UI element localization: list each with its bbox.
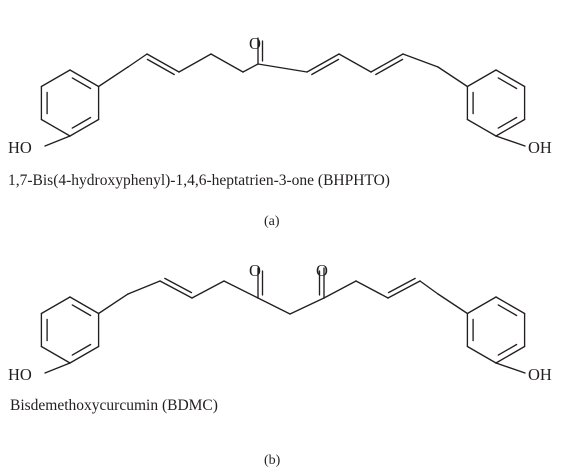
panel-a: O HO OH 1,7-Bis(4-hydroxyphenyl)-1,4,6-h… xyxy=(8,34,552,229)
aromatic-bond-line xyxy=(71,77,92,90)
structure-bdmc: O O HO OH xyxy=(8,261,552,384)
single-bond xyxy=(495,345,526,364)
single-bond xyxy=(44,135,71,147)
structure-bhphto: O HO OH xyxy=(8,34,552,157)
single-bond xyxy=(146,53,180,73)
single-bond xyxy=(159,280,193,299)
single-bond xyxy=(40,118,71,137)
double-bond-line xyxy=(164,277,193,294)
single-bond xyxy=(495,135,526,147)
bond-lines xyxy=(40,267,526,374)
single-bond xyxy=(402,53,439,68)
single-bond xyxy=(466,118,497,137)
aromatic-bond-line xyxy=(497,116,518,129)
single-bond xyxy=(69,118,100,137)
single-bond xyxy=(127,280,161,295)
single-bond xyxy=(419,280,439,295)
single-bond xyxy=(495,69,526,88)
atom-label-oh: OH xyxy=(528,138,552,157)
single-bond xyxy=(466,69,497,88)
single-bond xyxy=(40,345,71,364)
aromatic-bond-line xyxy=(497,304,518,317)
double-bond-line xyxy=(146,58,175,76)
single-bond xyxy=(370,53,404,73)
single-bond xyxy=(40,296,71,315)
single-bond xyxy=(437,293,469,315)
single-bond xyxy=(257,297,291,315)
single-bond xyxy=(289,297,325,315)
single-bond xyxy=(40,69,71,88)
single-bond xyxy=(178,53,212,73)
aromatic-bond-line xyxy=(71,304,92,317)
single-bond xyxy=(127,53,148,68)
single-bond xyxy=(97,66,129,88)
caption-a: 1,7-Bis(4-hydroxyphenyl)-1,4,6-heptatrie… xyxy=(8,172,390,189)
double-bond-line xyxy=(387,277,416,294)
single-bond xyxy=(338,53,372,73)
single-bond xyxy=(69,69,100,88)
atom-label-carbonyl-o: O xyxy=(249,34,261,53)
caption-b: Bisdemethoxycurcumin (BDMC) xyxy=(10,397,218,414)
single-bond xyxy=(466,345,497,364)
single-bond xyxy=(387,280,421,299)
single-bond xyxy=(437,66,469,88)
single-bond xyxy=(69,345,100,364)
single-bond xyxy=(44,362,71,374)
atom-label-oh: OH xyxy=(528,365,552,384)
double-bond-line xyxy=(311,58,340,76)
single-bond xyxy=(191,280,225,299)
atom-label-carbonyl-o-1: O xyxy=(249,261,261,280)
single-bond xyxy=(495,118,526,137)
aromatic-bond-line xyxy=(71,343,92,356)
panel-label-a: (a) xyxy=(264,214,280,229)
aromatic-bond-line xyxy=(71,116,92,129)
atom-label-carbonyl-o-2: O xyxy=(316,261,328,280)
single-bond xyxy=(69,296,100,315)
aromatic-bond-line xyxy=(497,77,518,90)
panel-label-b: (b) xyxy=(264,453,281,468)
single-bond xyxy=(210,53,244,73)
bond-lines xyxy=(40,37,526,147)
atom-label-ho: HO xyxy=(8,365,32,384)
double-bond-line xyxy=(375,58,404,76)
single-bond xyxy=(495,362,526,374)
single-bond xyxy=(306,53,340,73)
panel-b: O O HO OH Bisdemethoxycurcumin (BDMC) (b… xyxy=(0,236,566,472)
single-bond xyxy=(466,296,497,315)
single-bond xyxy=(97,293,129,315)
aromatic-bond-line xyxy=(497,343,518,356)
single-bond xyxy=(223,280,259,299)
single-bond xyxy=(355,280,389,299)
single-bond xyxy=(242,63,259,73)
atom-label-ho: HO xyxy=(8,138,32,157)
single-bond xyxy=(323,280,357,299)
single-bond xyxy=(495,296,526,315)
single-bond xyxy=(257,63,308,73)
